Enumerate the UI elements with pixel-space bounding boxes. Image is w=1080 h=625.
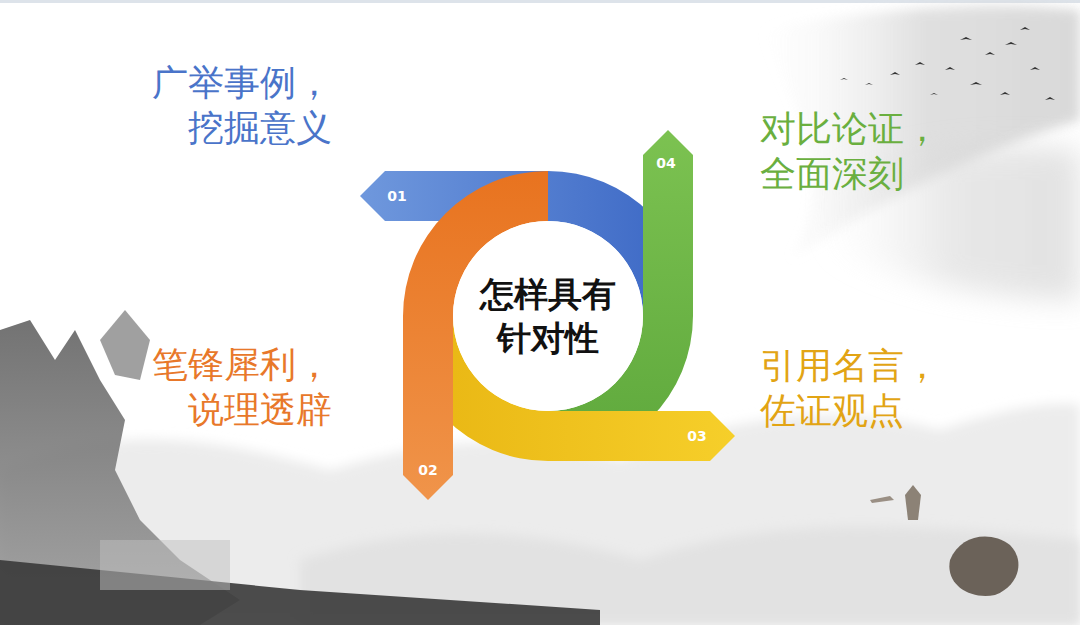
- callout-number: 03: [687, 429, 706, 443]
- callout-number: 02: [418, 463, 437, 477]
- point-text: 引用名言， 佐证观点: [760, 343, 972, 433]
- point-text: 对比论证， 全面深刻: [760, 106, 972, 196]
- point-text: 广举事例， 挖掘意义: [120, 60, 332, 150]
- center-circle: 怎样具有 针对性: [453, 221, 643, 411]
- callout-number: 01: [387, 189, 406, 203]
- callout-number: 04: [656, 156, 675, 170]
- center-title: 怎样具有 针对性: [473, 272, 623, 360]
- point-text: 笔锋犀利， 说理透辟: [120, 342, 332, 432]
